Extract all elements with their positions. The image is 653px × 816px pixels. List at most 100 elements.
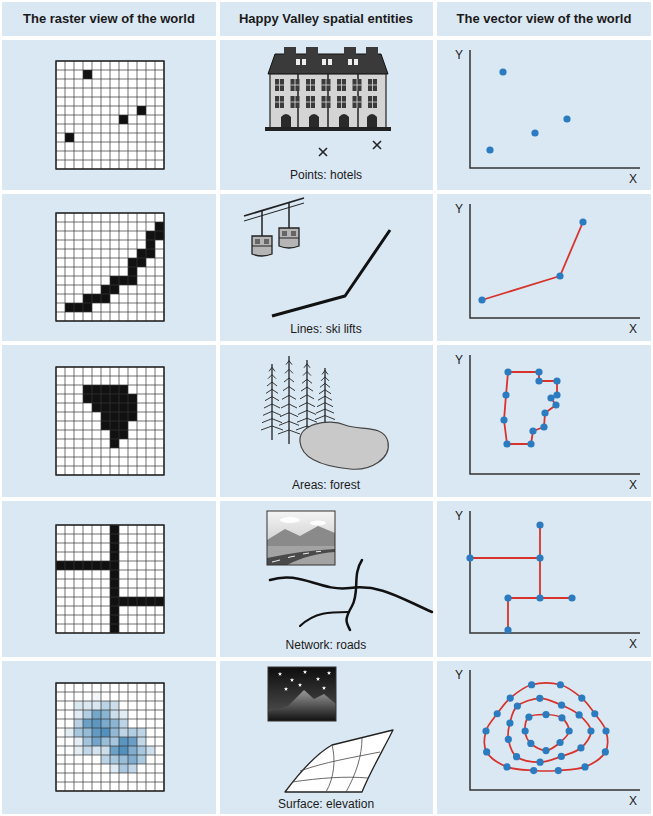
- plot-axes: [470, 355, 640, 474]
- tree-branch: [289, 413, 298, 417]
- raster-cell: [119, 710, 128, 719]
- axis-label: Y: [455, 203, 463, 217]
- vertex-dot: [568, 594, 575, 601]
- raster-cell: [110, 737, 119, 746]
- grid-line: [56, 276, 164, 277]
- raster-cell: [119, 385, 128, 394]
- chair-hanger: [261, 210, 263, 236]
- dormer-window: [322, 59, 326, 65]
- tree-branch: [299, 403, 307, 407]
- grid-line: [146, 367, 147, 475]
- vertex-dot: [502, 391, 509, 398]
- vertex-dot: [556, 272, 563, 279]
- raster-grid: [56, 367, 164, 475]
- vertex-dot: [541, 409, 548, 416]
- hotel-window: [275, 79, 284, 91]
- tree-branch: [307, 387, 313, 391]
- raster-cell: [101, 394, 110, 403]
- tree-branch: [307, 395, 314, 399]
- vector-line: [507, 598, 509, 630]
- tree-branch: [307, 379, 312, 383]
- axis-label: X: [629, 323, 637, 337]
- table-cell: [220, 40, 433, 190]
- grid-line: [137, 213, 138, 321]
- raster-cell: [110, 606, 119, 615]
- vertex-dot: [536, 759, 543, 766]
- vertex-dot: [535, 368, 542, 375]
- photo-frame: [267, 511, 335, 565]
- point-mark: [319, 148, 327, 156]
- raster-cell: [74, 710, 83, 719]
- grid-line: [56, 466, 164, 467]
- vertex-dot: [522, 727, 529, 734]
- grid-line: [146, 61, 147, 169]
- raster-cell: [110, 624, 119, 633]
- grid-line: [56, 312, 164, 313]
- grid-line: [119, 367, 120, 475]
- raster-cell: [92, 692, 101, 701]
- raster-cell: [74, 303, 83, 312]
- contour-line: [484, 683, 607, 771]
- raster-cell: [74, 719, 83, 728]
- entity-caption: Network: roads: [286, 639, 367, 653]
- axis-label: Y: [455, 354, 463, 368]
- raster-cell: [128, 597, 137, 606]
- raster-cell: [92, 710, 101, 719]
- vertex-dot: [530, 767, 537, 774]
- point-mark: [373, 141, 381, 149]
- tree-branch: [282, 395, 289, 399]
- vertex-dot: [576, 711, 583, 718]
- raster-cell: [92, 737, 101, 746]
- raster-cell: [110, 525, 119, 534]
- raster-cell: [83, 294, 92, 303]
- grid-line: [56, 124, 164, 125]
- tree-branch: [278, 430, 289, 434]
- photo-road: [267, 549, 335, 565]
- tree-branch: [289, 378, 294, 382]
- tree-branch: [280, 413, 289, 417]
- vertex-dot: [503, 440, 510, 447]
- raster-cell: [110, 579, 119, 588]
- raster-cell: [74, 701, 83, 710]
- raster-cell: [119, 430, 128, 439]
- raster-cell: [65, 728, 74, 737]
- raster-cell: [92, 701, 101, 710]
- tree-branch: [289, 404, 297, 408]
- raster-cell: [101, 403, 110, 412]
- hotel-illustration: [265, 47, 391, 156]
- surface-mesh: [326, 745, 334, 792]
- tree-branch: [283, 387, 289, 391]
- raster-cell: [92, 403, 101, 412]
- vertex-dot: [478, 296, 485, 303]
- grid-line: [56, 606, 164, 607]
- hotel-roof: [268, 54, 388, 74]
- raster-cell: [119, 421, 128, 430]
- raster-cell: [119, 276, 128, 285]
- grid-line: [56, 782, 164, 783]
- grid-line: [56, 430, 164, 431]
- raster-cell: [74, 737, 83, 746]
- hotel-window: [353, 79, 362, 91]
- hotel-door: [367, 114, 377, 128]
- raster-cell: [110, 385, 119, 394]
- tree-branch: [289, 395, 296, 399]
- raster-cell: [119, 597, 128, 606]
- raster-cell: [155, 222, 164, 231]
- grid-line: [56, 160, 164, 161]
- grid-line: [155, 525, 156, 633]
- raster-cell: [101, 719, 110, 728]
- column-header: Happy Valley spatial entities: [239, 12, 413, 27]
- raster-grid: [56, 213, 164, 321]
- grid-line: [155, 683, 156, 791]
- tree-branch: [325, 396, 332, 400]
- raster-cell: [65, 303, 74, 312]
- tree-branch: [302, 379, 307, 383]
- grid-line: [119, 683, 120, 791]
- raster-cell: [92, 728, 101, 737]
- vertex-dot: [527, 440, 534, 447]
- tree-branch: [325, 383, 330, 387]
- grid-line: [155, 367, 156, 475]
- vertex-dot: [558, 702, 565, 709]
- vertex-dot: [536, 695, 543, 702]
